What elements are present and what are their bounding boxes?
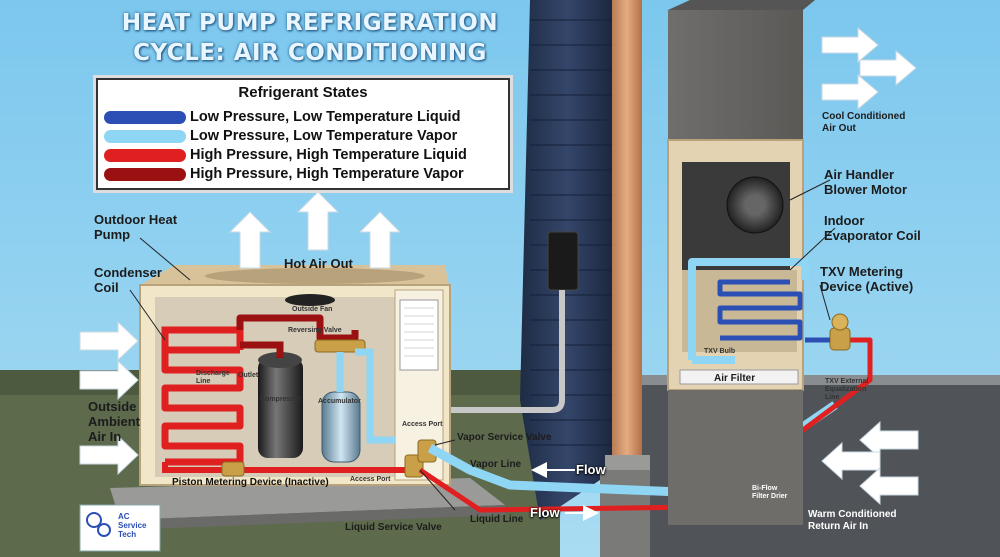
label-txv-external: TXV External Equalization Line	[825, 378, 869, 401]
air-filter	[679, 369, 799, 385]
label-flow-liquid: Flow	[530, 505, 560, 520]
cool-air-arrow-1	[821, 26, 879, 64]
air-handler-plenum	[668, 10, 803, 140]
label-cool-air-out: Cool Conditioned Air Out	[822, 111, 906, 134]
label-outdoor-heat-pump: Outdoor Heat Pump	[94, 212, 178, 242]
hot-air-arrow-2	[296, 191, 340, 251]
legend-item: High Pressure, High Temperature Vapor	[104, 165, 464, 183]
return-air-arrow-2	[821, 441, 881, 481]
callout-lines	[129, 179, 836, 511]
ambient-air-arrow-1	[79, 320, 139, 362]
label-bi-flow: Bi-Flow Filter Drier	[752, 485, 788, 500]
legend-swatch	[104, 129, 186, 143]
label-liquid-line: Liquid Line	[470, 514, 524, 525]
label-reversing-valve: Reversing Valve	[288, 327, 342, 334]
legend-item: Low Pressure, Low Temperature Vapor	[104, 127, 457, 145]
legend-label: High Pressure, High Temperature Liquid	[190, 147, 467, 163]
label-discharge-line: Discharge Line	[196, 370, 230, 385]
label-access-port-bottom: Access Port	[350, 476, 391, 483]
label-outside-fan: Outside Fan	[292, 306, 333, 313]
hot-air-arrow-3	[358, 211, 402, 269]
label-evaporator-coil: Indoor Evaporator Coil	[824, 213, 921, 243]
label-flow-vapor: Flow	[576, 462, 606, 477]
title-line-1: HEAT PUMP REFRIGERATION	[121, 10, 499, 36]
label-access-port-top: Access Port	[402, 421, 443, 428]
legend-label: Low Pressure, Low Temperature Liquid	[190, 109, 461, 125]
piston-metering-device	[221, 461, 245, 477]
label-accumulator: Accumulator	[318, 398, 361, 405]
return-air-arrow-1	[859, 420, 919, 460]
legend-item: High Pressure, High Temperature Liquid	[104, 146, 467, 164]
outside-fan	[285, 294, 335, 306]
legend-swatch	[104, 110, 186, 124]
label-compressor: Compressor	[260, 396, 302, 403]
hot-air-arrow-1	[228, 211, 272, 269]
label-condenser-coil: Condenser Coil	[94, 265, 162, 295]
label-outside-ambient-air: Outside Ambient Air In	[88, 399, 140, 444]
legend-label: Low Pressure, Low Temperature Vapor	[190, 128, 458, 144]
return-air-arrow-3	[859, 466, 919, 506]
return-plenum	[668, 390, 803, 525]
cool-air-arrow-2	[859, 49, 917, 87]
label-vapor-service-valve: Vapor Service Valve	[457, 432, 552, 443]
ambient-air-arrow-2	[79, 359, 139, 401]
concrete-pad	[110, 478, 505, 520]
discharge-line	[236, 314, 359, 342]
cool-air-arrow-3	[821, 73, 879, 111]
suction-line	[336, 348, 395, 444]
label-hot-air-out: Hot Air Out	[284, 256, 353, 271]
condenser-coil	[161, 346, 244, 466]
label-liquid-service-valve: Liquid Service Valve	[345, 522, 442, 533]
legend-title: Refrigerant States	[238, 84, 368, 101]
label-blower-motor: Air Handler Blower Motor	[824, 167, 908, 197]
refrigerant-legend: Refrigerant States Low Pressure, Low Tem…	[96, 78, 510, 190]
compressor	[258, 358, 303, 458]
disconnect-box	[547, 231, 579, 291]
wall-stud	[612, 0, 642, 460]
wiring-diagram	[399, 299, 439, 371]
title-line-2: CYCLE: AIR CONDITIONING	[133, 40, 487, 66]
ambient-air-arrow-3	[79, 434, 139, 476]
legend-swatch	[104, 148, 186, 162]
label-piston-metering: Piston Metering Device (Inactive)	[172, 477, 329, 488]
label-warm-return: Warm Conditioned Return Air In	[808, 509, 897, 532]
air-arrows	[79, 26, 919, 506]
label-outlet: Outlet	[238, 372, 259, 379]
txv-metering-device	[829, 327, 851, 351]
label-txv-bulb: TXV Bulb	[704, 348, 736, 355]
label-air-filter: Air Filter	[714, 373, 756, 384]
legend-item: Low Pressure, Low Temperature Liquid	[104, 108, 460, 126]
diagram-title: HEAT PUMP REFRIGERATION CYCLE: AIR CONDI…	[70, 8, 550, 68]
evaporator-coil	[717, 279, 803, 341]
logo-text: AC Service Tech	[118, 512, 147, 539]
label-txv-metering: TXV Metering Device (Active)	[820, 264, 914, 294]
label-vapor-line: Vapor Line	[470, 459, 522, 470]
legend-label: High Pressure, High Temperature Vapor	[190, 166, 464, 182]
legend-swatch	[104, 167, 186, 181]
